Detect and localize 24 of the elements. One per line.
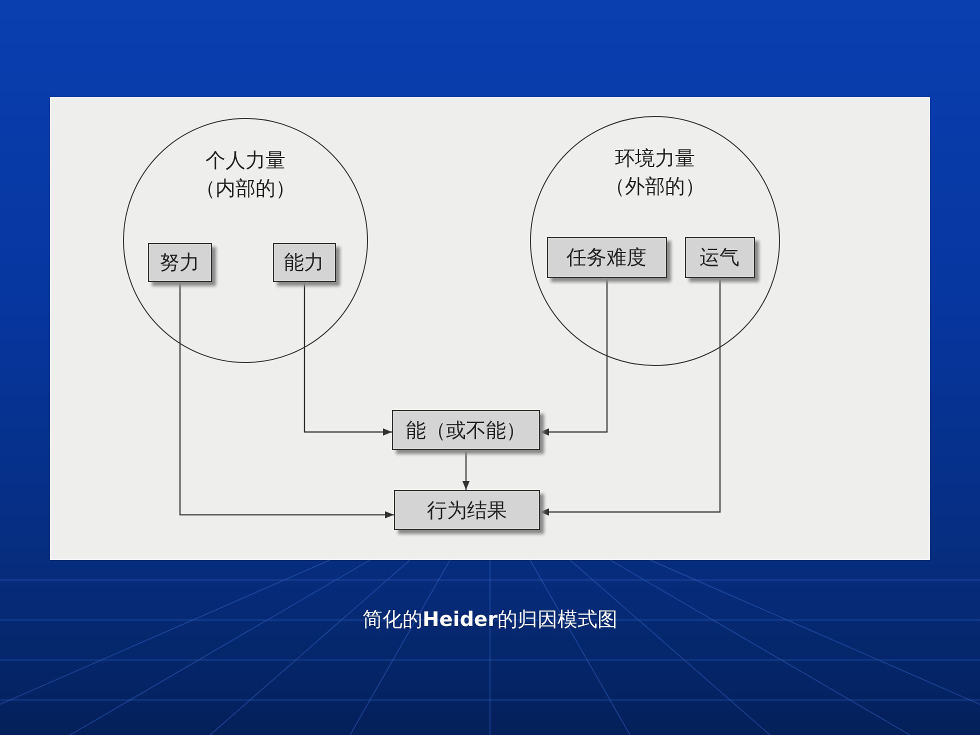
- factor-box: [684, 236, 754, 278]
- group-subtitle: （内部的）: [194, 175, 296, 201]
- caption: 简化的Heider的归因模式图: [362, 606, 618, 633]
- box-label: 运气: [700, 244, 740, 270]
- box-label: 能力: [284, 248, 324, 276]
- factor-box: [392, 410, 540, 450]
- arrow: [304, 282, 392, 436]
- group-circle: [123, 118, 368, 363]
- factor-box: [546, 236, 666, 278]
- arrow: [540, 278, 608, 436]
- box-label: 努力: [160, 248, 200, 276]
- group-subtitle: （外部的）: [604, 173, 706, 199]
- group-circle: [530, 116, 780, 366]
- factor-box: [272, 242, 336, 282]
- box-label: 任务难度: [566, 244, 646, 270]
- box-label: 能（或不能）: [406, 416, 526, 444]
- factor-box: [394, 490, 540, 530]
- arrow: [462, 450, 470, 490]
- factor-box: [148, 242, 212, 282]
- arrow: [540, 278, 721, 516]
- arrow: [179, 282, 394, 518]
- group-title: 环境力量: [614, 145, 696, 171]
- group-title: 个人力量: [204, 147, 286, 173]
- box-label: 行为结果: [427, 496, 507, 524]
